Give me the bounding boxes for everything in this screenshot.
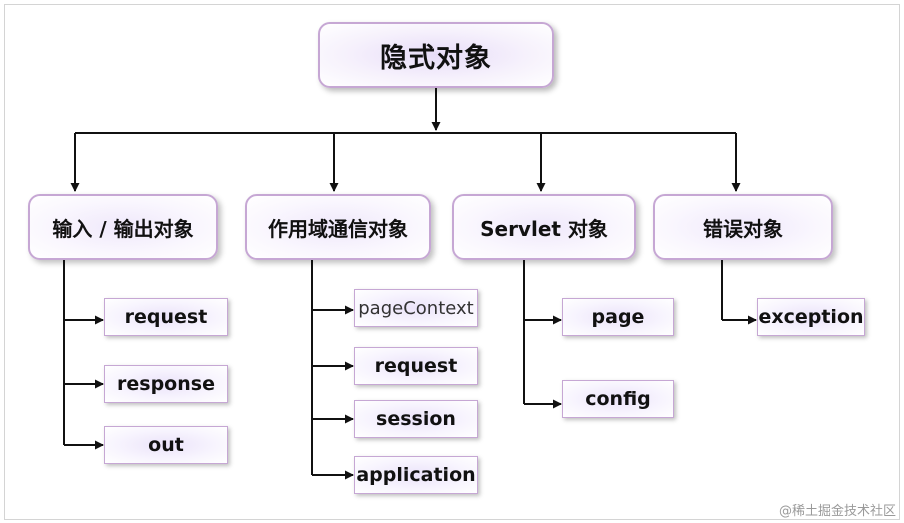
leaf-label: request bbox=[374, 355, 458, 377]
category-label: 错误对象 bbox=[703, 216, 783, 241]
leaf-node-exception: exception bbox=[757, 298, 865, 336]
leaf-label: application bbox=[356, 464, 476, 486]
leaf-label: pageContext bbox=[358, 297, 474, 319]
leaf-node-application: application bbox=[354, 456, 478, 494]
leaf-label: page bbox=[591, 306, 645, 328]
leaf-label: session bbox=[376, 408, 456, 430]
leaf-node-page: page bbox=[562, 298, 674, 336]
leaf-label: response bbox=[117, 373, 215, 395]
leaf-node-out: out bbox=[104, 426, 228, 464]
leaf-node-session: session bbox=[354, 400, 478, 438]
leaf-node-config: config bbox=[562, 380, 674, 418]
watermark: @稀土掘金技术社区 bbox=[778, 504, 896, 519]
leaf-node-response: response bbox=[104, 365, 228, 403]
leaf-label: config bbox=[585, 388, 651, 410]
root-node: 隐式对象 bbox=[318, 22, 554, 88]
category-node-io: 输入 / 输出对象 bbox=[28, 194, 218, 260]
category-label: Servlet 对象 bbox=[480, 216, 608, 241]
leaf-node-request: request bbox=[354, 347, 478, 385]
category-label: 作用域通信对象 bbox=[268, 216, 408, 241]
category-label: 输入 / 输出对象 bbox=[52, 216, 194, 241]
leaf-label: out bbox=[148, 434, 184, 456]
leaf-label: request bbox=[124, 306, 208, 328]
leaf-label: exception bbox=[758, 306, 864, 328]
category-node-servlet: Servlet 对象 bbox=[452, 194, 636, 260]
category-node-error: 错误对象 bbox=[653, 194, 833, 260]
leaf-node-request: request bbox=[104, 298, 228, 336]
leaf-node-pagecontext: pageContext bbox=[354, 289, 478, 327]
root-label: 隐式对象 bbox=[380, 42, 492, 74]
category-node-scope: 作用域通信对象 bbox=[245, 194, 431, 260]
